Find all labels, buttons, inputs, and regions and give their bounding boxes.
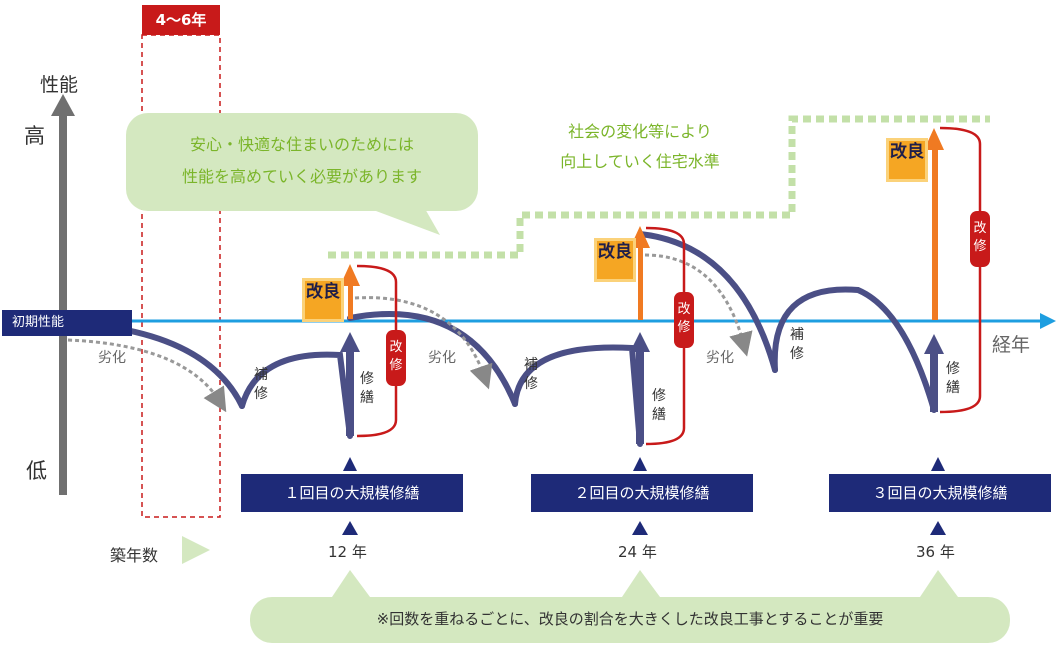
- repair-markers: [342, 457, 946, 535]
- period-badge: 4〜6年: [142, 5, 220, 35]
- deterioration-label-3: 劣化: [706, 350, 734, 366]
- performance-axis: [51, 94, 75, 495]
- deterioration-label-1: 劣化: [98, 350, 126, 366]
- renovation-pill-1: 改修: [386, 330, 406, 386]
- improvement-box-3: 改良: [886, 138, 928, 182]
- year-label-24: 24 年: [618, 543, 657, 561]
- standard-line-2: 向上していく住宅水準: [560, 152, 720, 171]
- x-axis-label: 経年: [992, 334, 1031, 356]
- renovation-pill-2: 改修: [674, 292, 694, 348]
- repair-label-2: 修繕: [652, 388, 666, 423]
- renovation-pill-3: 改修: [970, 211, 990, 267]
- improvement-box-2: 改良: [594, 238, 636, 282]
- repair-box-3: ３回目の大規模修繕: [829, 474, 1051, 512]
- callout-line-2: 性能を高めていく必要があります: [181, 167, 422, 186]
- maintenance-label-1: 補修: [254, 367, 268, 402]
- years-label: 築年数: [110, 546, 159, 565]
- deterioration-label-2: 劣化: [428, 350, 456, 366]
- repair-arrows: [340, 332, 944, 444]
- initial-performance-label: 初期性能: [2, 310, 132, 336]
- y-axis-low: 低: [26, 459, 47, 483]
- repair-label-3: 修繕: [946, 361, 960, 396]
- year-label-36: 36 年: [916, 543, 955, 561]
- note-bubble: [250, 570, 1010, 643]
- repair-label-1: 修繕: [360, 371, 374, 406]
- y-axis-label: 性能: [40, 74, 79, 96]
- bottom-note: ※回数を重ねるごとに、改良の割合を大きくした改良工事とすることが重要: [376, 610, 884, 628]
- degradation-curves: [65, 231, 937, 447]
- maintenance-label-3: 補修: [790, 327, 804, 362]
- time-axis: [132, 313, 1056, 329]
- standard-line-1: 社会の変化等により: [568, 122, 712, 141]
- period-box: [141, 34, 221, 518]
- maintenance-label-2: 補修: [524, 357, 538, 392]
- housing-standard-line: [328, 115, 990, 259]
- years-arrow: [182, 536, 210, 564]
- deterioration-arrows: [67, 253, 753, 413]
- improvement-box-1: 改良: [302, 278, 344, 322]
- repair-box-1: １回目の大規模修繕: [241, 474, 463, 512]
- y-axis-high: 高: [24, 124, 45, 148]
- year-label-12: 12 年: [328, 543, 367, 561]
- callout-bubble: [126, 113, 478, 235]
- repair-box-2: ２回目の大規模修繕: [531, 474, 753, 512]
- callout-line-1: 安心・快適な住まいのためには: [189, 135, 414, 154]
